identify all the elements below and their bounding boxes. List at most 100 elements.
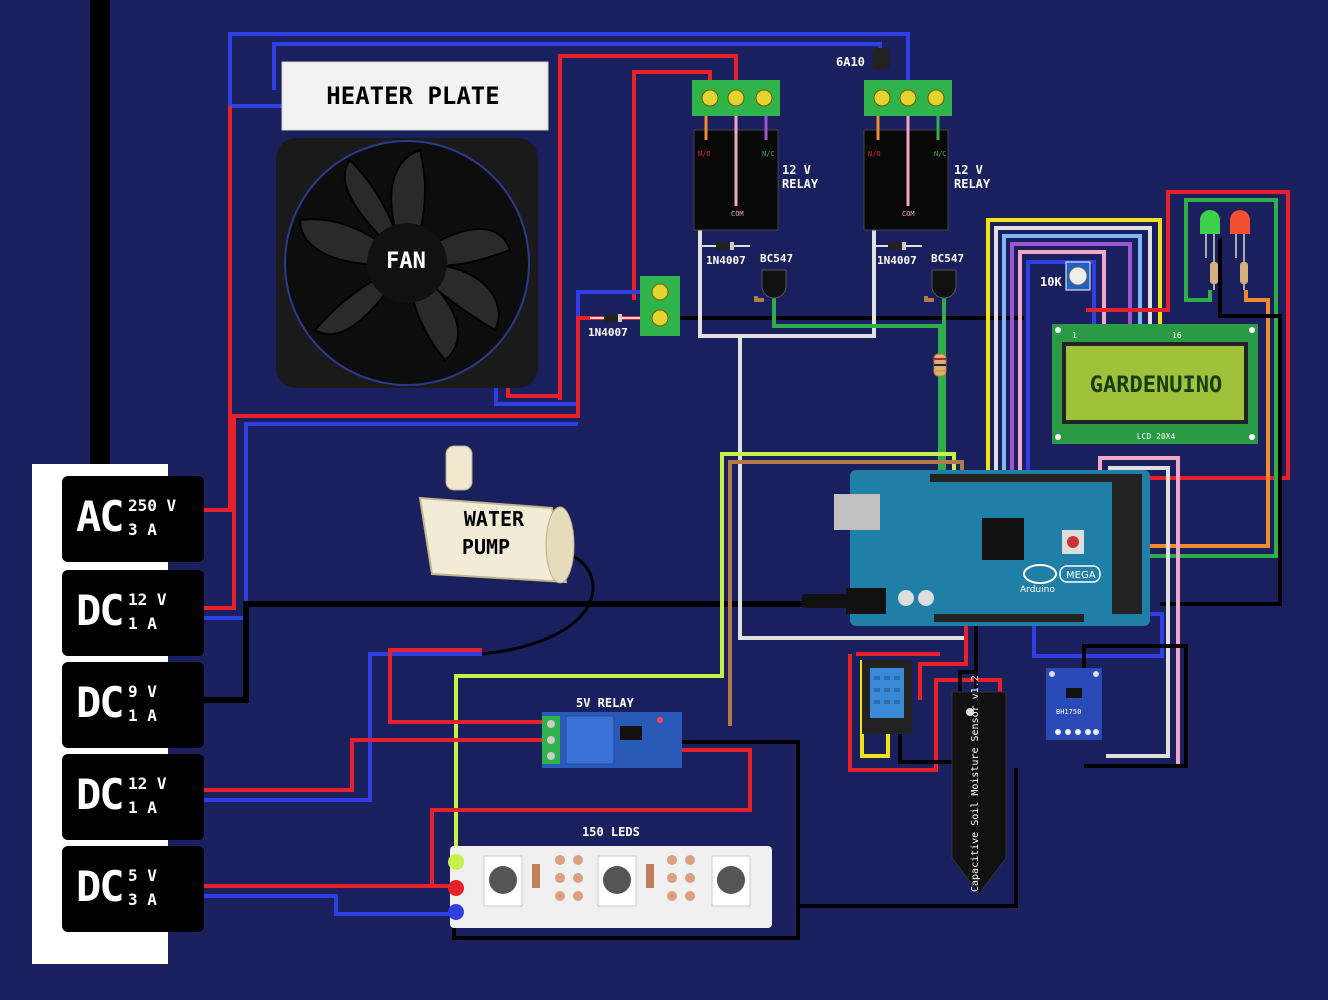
led-strip: 150 LEDS bbox=[448, 825, 772, 928]
relay2-nc-label: N/C bbox=[934, 150, 947, 158]
wire-red-ac bbox=[204, 106, 232, 512]
psu-type: DC bbox=[76, 586, 125, 635]
bh1750-sensor: BH1750 bbox=[1046, 668, 1102, 740]
wire-blue-pump bbox=[204, 652, 482, 802]
wire-black-led bbox=[1160, 238, 1282, 606]
water-pump: WATER PUMP bbox=[418, 445, 575, 584]
relay2-no-label: N/O bbox=[868, 150, 881, 158]
terminal-relay2 bbox=[864, 80, 952, 116]
psu-dc-12v-b: DC 12 V 1 A bbox=[62, 754, 204, 840]
psu-current: 1 A bbox=[128, 798, 157, 817]
wire-pink-lcd bbox=[1018, 250, 1106, 478]
soil-moisture-sensor: Capacitive Soil Moisture Sensor v1.2 bbox=[951, 675, 1007, 895]
wire-green-led bbox=[1130, 198, 1278, 558]
lcd-pin16: 16 bbox=[1172, 331, 1182, 340]
wire-red-relay1 bbox=[558, 54, 738, 400]
wire-blue-dc5 bbox=[204, 894, 454, 916]
pump-cable bbox=[481, 552, 595, 656]
relay1-label-1: 12 V bbox=[782, 163, 811, 177]
wires bbox=[204, 32, 1290, 940]
diode-relay1-label: 1N4007 bbox=[706, 254, 746, 267]
relay-12v-2-body bbox=[863, 129, 949, 231]
diode-relay2: 1N4007 bbox=[872, 242, 922, 267]
water-pump-label-2: PUMP bbox=[462, 535, 510, 559]
arduino-mcu bbox=[982, 518, 1024, 560]
relay2-label-1: 12 V bbox=[954, 163, 983, 177]
psu-voltage: 9 V bbox=[128, 682, 157, 701]
relay1-no-label: N/O bbox=[698, 150, 711, 158]
psu-dc-12v-a: DC 12 V 1 A bbox=[62, 570, 204, 656]
psu-voltage: 250 V bbox=[128, 496, 177, 515]
potentiometer-label: 10K bbox=[1040, 275, 1062, 289]
wire-brown-t2 bbox=[924, 296, 934, 302]
lcd-text: GARDENUINO bbox=[1090, 373, 1222, 398]
psu-current: 1 A bbox=[128, 706, 157, 725]
potentiometer: 10K bbox=[1040, 261, 1091, 291]
bh1750-label: BH1750 bbox=[1056, 708, 1081, 716]
ground-bus bbox=[90, 0, 110, 466]
relay-5v-label: 5V RELAY bbox=[576, 696, 635, 710]
fan-label: FAN bbox=[386, 249, 426, 274]
wire-brown-t1 bbox=[754, 296, 764, 302]
diode-terminal-label: 1N4007 bbox=[588, 326, 628, 339]
transistor-2: BC547 bbox=[931, 252, 964, 299]
relay1-label-2: RELAY bbox=[782, 177, 819, 191]
terminal-fan bbox=[640, 276, 680, 336]
fuse: 6A10 bbox=[836, 48, 890, 70]
psu-ac-250v: AC 250 V 3 A bbox=[62, 476, 204, 562]
relay1-com-label: COM bbox=[731, 210, 744, 218]
fan-hub bbox=[367, 223, 447, 303]
diode-relay1: 1N4007 bbox=[700, 242, 750, 267]
wire-red-dc12-1 bbox=[204, 316, 648, 610]
psu-current: 3 A bbox=[128, 520, 157, 539]
wire-red-dht bbox=[918, 622, 968, 700]
resistor-base bbox=[933, 353, 947, 377]
wire-blue-bh bbox=[1032, 612, 1164, 658]
wire-red-relay5 bbox=[430, 748, 752, 886]
arduino-usb bbox=[834, 494, 880, 530]
dht11-body bbox=[870, 668, 904, 718]
lcd-pin1: 1 bbox=[1072, 331, 1077, 340]
heater-plate-body bbox=[281, 61, 549, 131]
relay-5v: 5V RELAY bbox=[542, 696, 682, 768]
wire-blue-lcd bbox=[1026, 260, 1096, 478]
wire-lime-leds bbox=[454, 470, 724, 858]
psu-type: AC bbox=[76, 492, 125, 541]
transistor-2-label: BC547 bbox=[931, 252, 964, 265]
transistor-1: BC547 bbox=[760, 252, 793, 299]
wire-red-pump bbox=[388, 648, 544, 724]
wire-lime-arduino bbox=[720, 452, 956, 478]
transistor-1-label: BC547 bbox=[760, 252, 793, 265]
psu-type: DC bbox=[76, 678, 125, 727]
relay2-label-2: RELAY bbox=[954, 177, 991, 191]
psu-voltage: 12 V bbox=[128, 774, 167, 793]
fan: FAN bbox=[276, 138, 538, 388]
led-strip-label: 150 LEDS bbox=[582, 825, 640, 839]
arduino-dc-plug bbox=[802, 594, 848, 608]
wire-blue-dc12-1 bbox=[204, 422, 578, 620]
relay2-com-label: COM bbox=[902, 210, 915, 218]
arduino-dc-jack bbox=[846, 588, 886, 614]
wire-red-lcd bbox=[1086, 190, 1290, 480]
psu-current: 3 A bbox=[128, 890, 157, 909]
lcd-screen bbox=[1066, 346, 1244, 420]
wire-lb-lcd bbox=[1002, 234, 1142, 478]
soil-sensor-label: Capacitive Soil Moisture Sensor v1.2 bbox=[970, 675, 981, 892]
psu-type: DC bbox=[76, 770, 125, 819]
soil-sensor-body bbox=[951, 691, 1007, 895]
wire-red-fan bbox=[506, 386, 560, 398]
wire-green-base1 bbox=[772, 296, 942, 480]
water-pump-body bbox=[418, 496, 568, 584]
led-green bbox=[1200, 210, 1220, 290]
led-red bbox=[1230, 210, 1250, 290]
wire-white-coil bbox=[698, 230, 876, 338]
terminal-relay1 bbox=[692, 80, 780, 116]
relay-12v-1: N/O N/C COM 12 V RELAY bbox=[693, 116, 819, 231]
wire-blue-top bbox=[228, 32, 910, 106]
psu-dc-9v: DC 9 V 1 A bbox=[62, 662, 204, 748]
dht11-sensor bbox=[862, 660, 912, 734]
psu-voltage: 5 V bbox=[128, 866, 157, 885]
wire-red-soil bbox=[848, 654, 1002, 772]
